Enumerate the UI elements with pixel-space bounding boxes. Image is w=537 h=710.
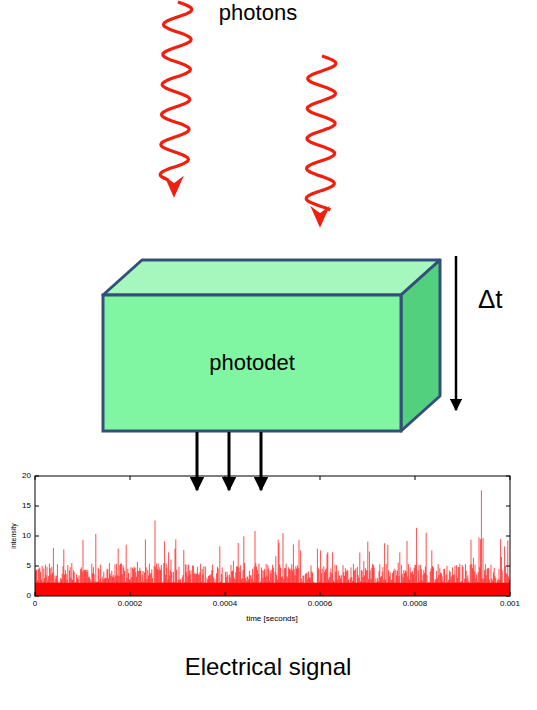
signal-arrow: [228, 432, 231, 490]
photon-wave: [306, 56, 336, 210]
x-tick: [130, 476, 131, 480]
y-tick: [506, 536, 510, 537]
x-tick-label: 0.001: [500, 599, 520, 608]
y-tick: [506, 506, 510, 507]
x-tick: [510, 476, 511, 480]
signal-arrow: [196, 432, 199, 490]
box-label: photodet: [209, 350, 295, 376]
x-tick: [225, 592, 226, 596]
y-tick: [506, 476, 510, 477]
y-tick-label: 20: [22, 471, 31, 480]
x-tick-label: 0.0008: [403, 599, 427, 608]
photon-waves: [160, 2, 336, 226]
x-tick: [320, 592, 321, 596]
axis-title: intensity: [10, 523, 18, 549]
x-tick-label: 0.0006: [308, 599, 332, 608]
y-tick: [35, 536, 39, 537]
box-front-face: [103, 295, 401, 431]
box-side-face: [401, 260, 440, 431]
axis-ticks: [35, 476, 510, 596]
axis-title: time [seconds]: [246, 614, 298, 623]
x-tick: [510, 592, 511, 596]
x-tick-label: 0.0002: [118, 599, 142, 608]
box-top-face: [103, 260, 440, 295]
time-arrow: [455, 256, 458, 410]
photons-label: photons: [219, 0, 297, 25]
plot-frame: [35, 476, 510, 596]
x-tick: [35, 476, 36, 480]
x-tick: [130, 592, 131, 596]
detector-box: photodet: [103, 295, 401, 431]
y-tick: [506, 596, 510, 597]
photon-arrowhead: [312, 208, 328, 226]
x-tick-label: 0.0004: [213, 599, 237, 608]
x-tick: [35, 592, 36, 596]
caption-label: Electrical signal: [185, 653, 352, 681]
y-tick: [35, 506, 39, 507]
signal-trace: [35, 490, 510, 596]
y-tick: [35, 566, 39, 567]
x-tick: [415, 476, 416, 480]
y-tick-label: 0: [27, 591, 31, 600]
y-tick: [35, 596, 39, 597]
y-tick-label: 15: [22, 501, 31, 510]
x-tick: [225, 476, 226, 480]
signal-spikes: [35, 490, 509, 596]
delta-t-label: Δt: [478, 285, 503, 315]
x-tick: [415, 592, 416, 596]
photon-wave: [160, 2, 192, 180]
y-tick: [506, 566, 510, 567]
photon-arrowhead: [166, 178, 182, 196]
x-tick: [320, 476, 321, 480]
y-tick: [35, 476, 39, 477]
signal-arrow: [260, 432, 263, 490]
x-tick-label: 0: [33, 599, 37, 608]
y-tick-label: 10: [22, 531, 31, 540]
y-tick-label: 5: [27, 561, 31, 570]
